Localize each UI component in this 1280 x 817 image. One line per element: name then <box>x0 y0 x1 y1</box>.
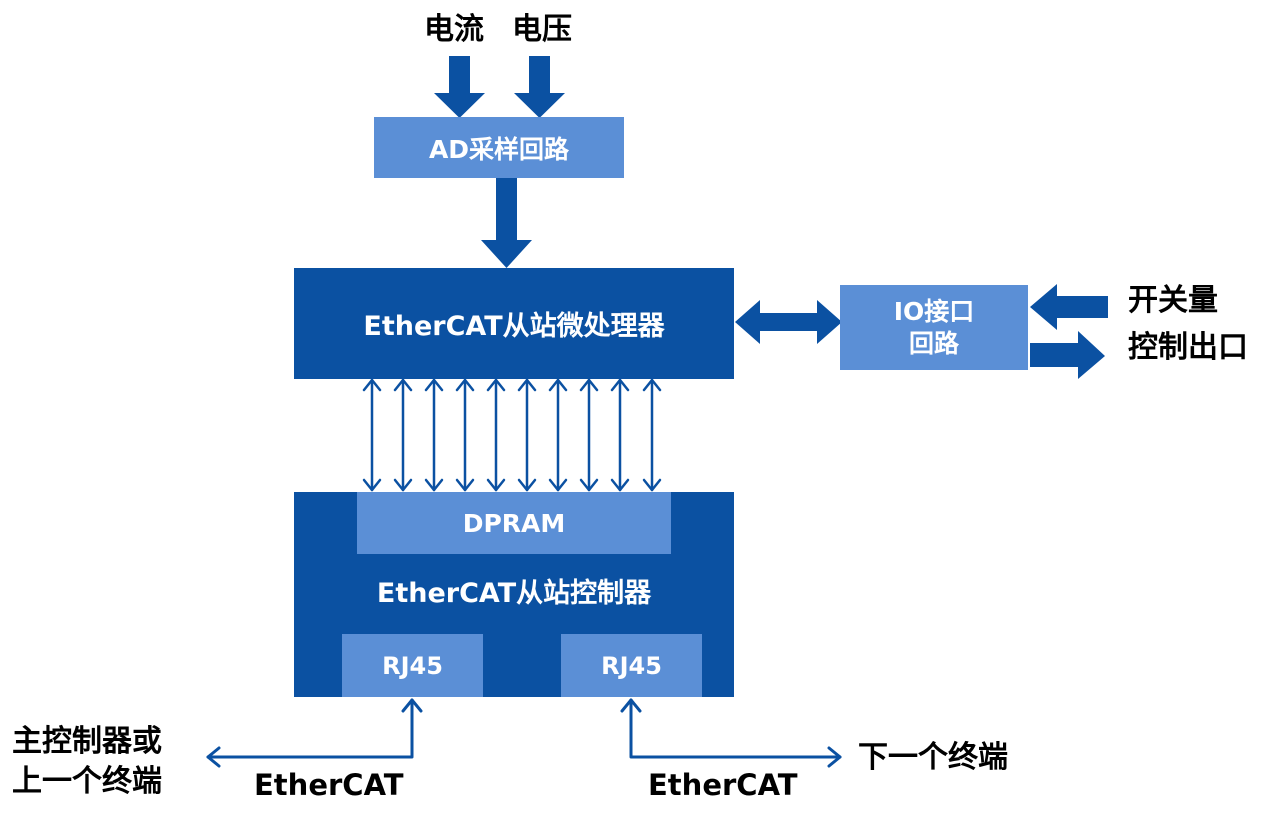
right-ethercat-label: EtherCAT <box>648 768 798 802</box>
io-label-line2: 回路 <box>908 328 959 358</box>
voltage-label: 电压 <box>512 12 572 47</box>
left-ethercat-link <box>206 698 423 768</box>
rj45-right-label: RJ45 <box>601 651 662 680</box>
control-output-arrow <box>1030 331 1105 379</box>
control-output-label: 控制出口 <box>1128 330 1248 365</box>
ad-to-mcu-arrow <box>481 178 532 268</box>
left-ethercat-label: EtherCAT <box>254 768 404 802</box>
io-label-line1: IO接口 <box>893 297 975 327</box>
switch-input-arrow <box>1030 284 1108 330</box>
right-ethercat-link <box>620 698 842 768</box>
ad-sampling-block: AD采样回路 <box>374 117 624 178</box>
parallel-bus-arrows <box>362 378 662 492</box>
current-input-arrow <box>434 56 485 118</box>
rj45-right-port: RJ45 <box>561 634 702 697</box>
rj45-left-port: RJ45 <box>342 634 483 697</box>
controller-label: EtherCAT从站控制器 <box>376 577 652 609</box>
left-peer-line2: 上一个终端 <box>12 764 162 799</box>
dpram-block: DPRAM <box>357 492 671 554</box>
dpram-label: DPRAM <box>462 508 566 538</box>
left-peer-line1: 主控制器或 <box>12 724 162 759</box>
voltage-input-arrow <box>514 56 565 118</box>
mcu-io-double-arrow <box>735 300 842 344</box>
switch-input-label: 开关量 <box>1128 283 1218 318</box>
current-label: 电流 <box>424 12 484 47</box>
right-peer-label: 下一个终端 <box>858 740 1008 775</box>
mcu-block: EtherCAT从站微处理器 <box>294 268 734 379</box>
rj45-left-label: RJ45 <box>382 651 443 680</box>
mcu-label: EtherCAT从站微处理器 <box>363 311 665 342</box>
ad-sampling-label: AD采样回路 <box>428 134 570 164</box>
io-interface-block: IO接口 回路 <box>840 285 1028 370</box>
